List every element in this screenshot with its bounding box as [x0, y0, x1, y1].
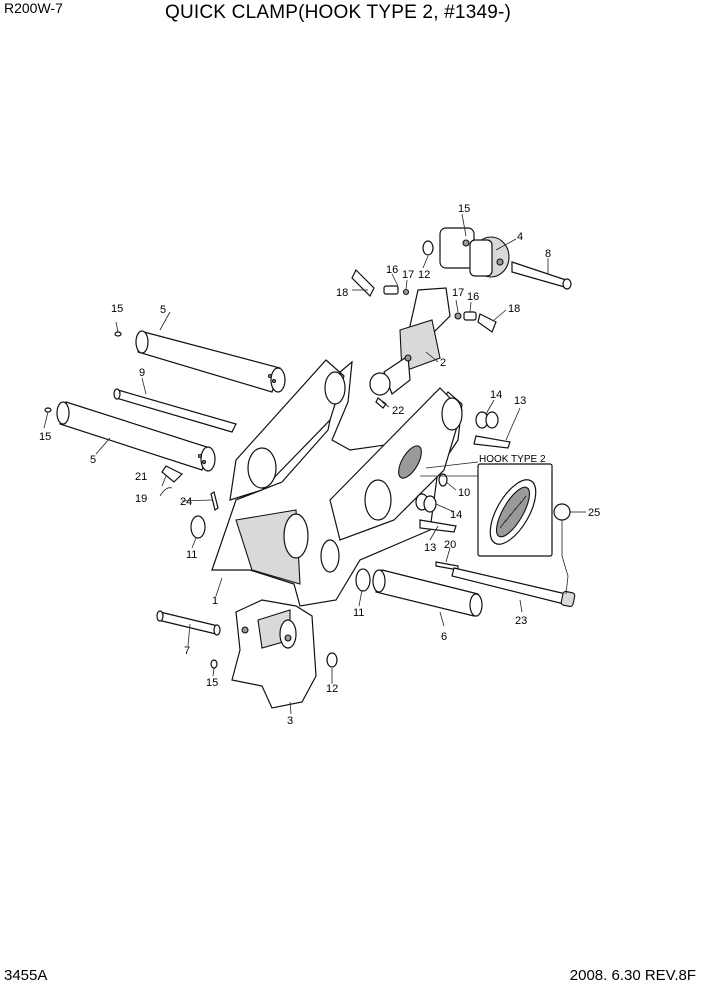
leader-lines — [43, 213, 586, 715]
callout-18-left: 18 — [336, 287, 348, 299]
snap-ring-part-11-right — [355, 568, 371, 592]
snap-ring-part-11-left — [190, 515, 206, 539]
pin-part-5-upper — [135, 330, 286, 393]
callout-8: 8 — [545, 248, 551, 260]
hook-type-label: HOOK TYPE 2 — [479, 454, 546, 465]
callout-4: 4 — [517, 231, 523, 243]
pin-part-6 — [372, 569, 483, 617]
callout-7: 7 — [184, 645, 190, 657]
callout-25: 25 — [588, 507, 600, 519]
callout-labels: 15 4 8 12 16 17 18 17 16 18 2 22 15 5 9 … — [39, 203, 600, 727]
callout-23: 23 — [515, 615, 527, 627]
pin-part-8 — [511, 261, 572, 290]
model-number: R200W-7 — [4, 0, 63, 16]
pin-part-7 — [156, 610, 221, 636]
callout-5-upper: 5 — [160, 304, 166, 316]
pin-part-9 — [113, 388, 237, 433]
clip-part-19 — [159, 487, 173, 497]
callout-15-top: 15 — [458, 203, 470, 215]
callout-17-right: 17 — [452, 287, 464, 299]
callout-9: 9 — [139, 367, 145, 379]
bolt-part-22 — [375, 397, 387, 409]
callout-12-bottom: 12 — [326, 683, 338, 695]
callout-15-bottom: 15 — [206, 677, 218, 689]
bolt-part-13-upper — [473, 435, 511, 449]
lock-pin-part-15-left — [44, 331, 122, 413]
pin-part-5-lower — [56, 401, 216, 472]
callout-11-right: 11 — [353, 607, 364, 619]
pin-part-21 — [161, 465, 184, 483]
cylinder-barrel-part-4 — [439, 227, 510, 278]
callout-24: 24 — [180, 496, 192, 508]
callout-21: 21 — [135, 471, 147, 483]
callout-5-lower: 5 — [90, 454, 96, 466]
snap-ring-part-12-bottom — [326, 652, 338, 668]
callout-1: 1 — [212, 595, 218, 607]
snap-ring-part-12-top — [422, 240, 434, 256]
lock-pin-part-15-bottom — [210, 659, 218, 669]
rings-part-14-lower — [415, 493, 437, 513]
callout-6: 6 — [441, 631, 447, 643]
callout-16-left: 16 — [386, 264, 398, 276]
callout-13-upper: 13 — [514, 395, 526, 407]
callout-13-lower: 13 — [424, 542, 436, 554]
revision-date: 2008. 6.30 REV.8F — [569, 967, 696, 984]
hook-part-3 — [231, 599, 317, 709]
callout-15-left-upper: 15 — [111, 303, 123, 315]
callout-20: 20 — [444, 539, 456, 551]
callout-2: 2 — [440, 357, 446, 369]
hose-fitting-right — [454, 311, 497, 333]
callout-22: 22 — [392, 405, 404, 417]
callout-15-left-lower: 15 — [39, 431, 51, 443]
rod-part-23 — [451, 567, 576, 608]
hydraulic-cylinder-part-2 — [369, 287, 451, 396]
hook-type-2-inset — [420, 461, 553, 557]
rings-part-14-upper — [475, 411, 499, 429]
callout-16-right: 16 — [467, 291, 479, 303]
ring-part-10 — [438, 473, 448, 487]
clip-part-24 — [210, 491, 219, 511]
page-number: 3455A — [4, 967, 48, 984]
callout-11-left: 11 — [186, 549, 197, 561]
callout-19: 19 — [135, 493, 147, 505]
callout-12-top: 12 — [418, 269, 430, 281]
hose-fitting-left — [351, 268, 410, 298]
diagram-title: QUICK CLAMP(HOOK TYPE 2, #1349-) — [165, 2, 512, 23]
callout-18-right: 18 — [508, 303, 520, 315]
callout-10: 10 — [458, 487, 470, 499]
callout-3: 3 — [287, 715, 293, 727]
main-frame-part-1 — [211, 359, 463, 607]
callout-14-lower: 14 — [450, 509, 462, 521]
tag-part-25 — [553, 503, 571, 595]
callout-17-left: 17 — [402, 269, 414, 281]
callout-14-upper: 14 — [490, 389, 502, 401]
